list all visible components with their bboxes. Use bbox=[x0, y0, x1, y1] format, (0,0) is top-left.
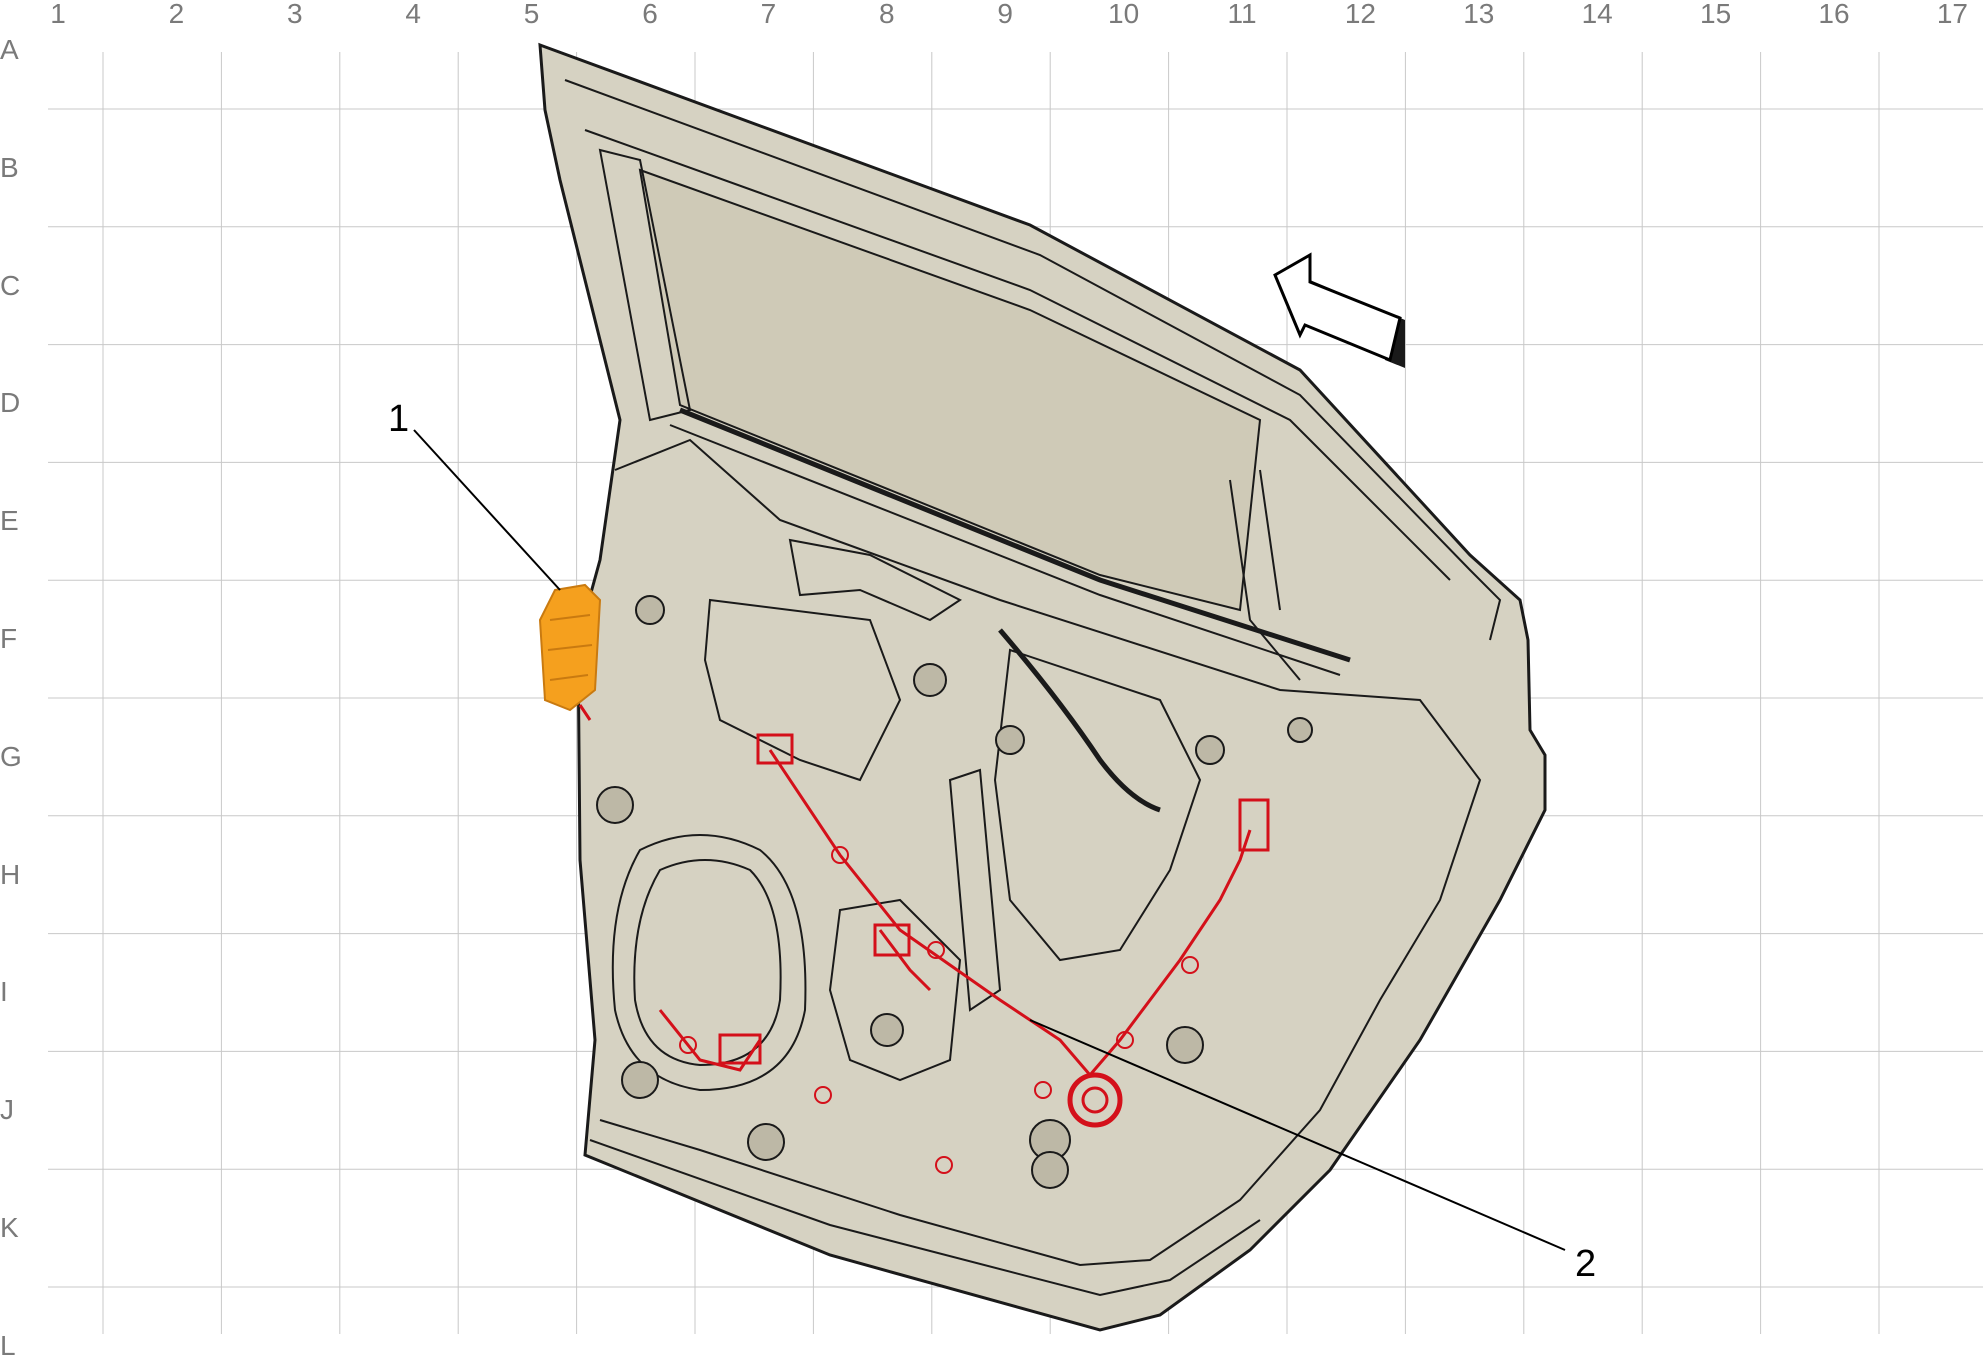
grid-row-label: L bbox=[0, 1329, 16, 1361]
grid-column-label: 17 bbox=[1936, 0, 1968, 29]
callout-label-2: 2 bbox=[1575, 1243, 1597, 1285]
grommet-speaker-inner bbox=[1081, 1086, 1109, 1114]
grid-column-label: 8 bbox=[879, 0, 895, 29]
grommet-speaker bbox=[1067, 1072, 1123, 1128]
callout-label-1: 1 bbox=[388, 398, 410, 440]
inside-handle bbox=[788, 538, 962, 622]
harness-clips bbox=[679, 846, 1199, 1174]
harness-clip bbox=[1116, 1031, 1134, 1049]
mounting-holes bbox=[596, 595, 1313, 1189]
front-pillar bbox=[1229, 469, 1301, 681]
access-opening-3 bbox=[828, 898, 962, 1082]
grid-column-label: 3 bbox=[287, 0, 303, 29]
harness-clip bbox=[1181, 956, 1199, 974]
harness-lower-branch bbox=[658, 1009, 762, 1072]
window-regulator-rail bbox=[998, 628, 1161, 813]
connector-lock bbox=[1238, 798, 1270, 852]
grid-column-label: 14 bbox=[1581, 0, 1613, 29]
harness-upper-branch bbox=[1088, 829, 1252, 1076]
grid-row-label: D bbox=[0, 387, 21, 419]
mounting-hole bbox=[913, 663, 947, 697]
connector-upper bbox=[756, 733, 794, 765]
grid-row-label: K bbox=[0, 1212, 19, 1243]
grid-row-label: A bbox=[0, 34, 19, 65]
mounting-hole bbox=[596, 786, 634, 824]
mounting-hole bbox=[1031, 1151, 1069, 1189]
mounting-hole bbox=[870, 1013, 904, 1047]
belt-line-lower bbox=[669, 424, 1341, 676]
grid-column-label: 13 bbox=[1463, 0, 1495, 29]
rear-pillar bbox=[598, 148, 692, 422]
regulator-channel bbox=[948, 768, 1002, 1012]
belt-line bbox=[679, 407, 1351, 663]
harness-clip bbox=[1034, 1081, 1052, 1099]
grid-row-label: B bbox=[0, 151, 19, 183]
grid-column-label: 16 bbox=[1818, 0, 1850, 29]
leader-line-1 bbox=[413, 429, 561, 591]
grid-row-label: H bbox=[0, 858, 21, 890]
door-wiring-harness bbox=[658, 733, 1270, 1174]
harness-clip bbox=[927, 941, 945, 959]
grid-row-label: E bbox=[0, 505, 19, 537]
grid-column-label: 10 bbox=[1108, 0, 1140, 29]
inner-panel-edge bbox=[599, 438, 1482, 1267]
mounting-hole bbox=[995, 725, 1025, 755]
grid-row-label: I bbox=[0, 976, 8, 1008]
window-frame bbox=[564, 79, 1502, 641]
module-lead bbox=[578, 704, 592, 721]
mounting-hole bbox=[1195, 735, 1225, 765]
harness-main-branch bbox=[768, 749, 1092, 1076]
leader-line-2 bbox=[1029, 1019, 1566, 1251]
grid-column-label: 11 bbox=[1227, 0, 1257, 29]
grid-column-label: 9 bbox=[997, 0, 1013, 29]
grid-column-label: 5 bbox=[523, 0, 540, 29]
grid-row-label: G bbox=[0, 740, 22, 772]
mounting-hole bbox=[621, 1061, 659, 1099]
harness-mid-branch bbox=[878, 929, 932, 992]
access-opening-2 bbox=[993, 648, 1202, 962]
module-detail bbox=[547, 614, 593, 681]
grid-column-label: 2 bbox=[168, 0, 185, 29]
harness-clip bbox=[814, 1086, 832, 1104]
grid-row-label: J bbox=[0, 1094, 14, 1126]
grid-column-label: 6 bbox=[642, 0, 658, 29]
grid-column-label: 7 bbox=[760, 0, 777, 29]
grid-column-label: 15 bbox=[1700, 0, 1732, 29]
connector-mid bbox=[873, 923, 911, 957]
mounting-hole bbox=[635, 595, 665, 625]
window-glass bbox=[638, 168, 1262, 612]
harness-clip bbox=[935, 1156, 953, 1174]
door-control-module bbox=[538, 583, 602, 721]
grid-column-label: 4 bbox=[405, 0, 421, 29]
grid-row-label: F bbox=[0, 623, 18, 654]
harness-clip bbox=[831, 846, 849, 864]
arrow-body bbox=[1273, 252, 1402, 363]
grid-row-label: C bbox=[0, 269, 21, 301]
harness-clip bbox=[679, 1036, 697, 1054]
speaker-opening-outer bbox=[611, 834, 807, 1092]
mounting-hole bbox=[1287, 717, 1313, 743]
access-opening-1 bbox=[703, 598, 902, 782]
lower-trim-line bbox=[589, 1139, 1261, 1297]
mounting-hole bbox=[1166, 1026, 1204, 1064]
forward-arrow-icon bbox=[1273, 252, 1405, 368]
window-frame-inner bbox=[584, 129, 1451, 581]
grid-column-label: 12 bbox=[1344, 0, 1376, 29]
door-panel bbox=[538, 42, 1547, 1332]
grid-column-label: 1 bbox=[50, 0, 66, 29]
mounting-hole bbox=[747, 1123, 785, 1161]
connector-lower bbox=[718, 1033, 762, 1065]
